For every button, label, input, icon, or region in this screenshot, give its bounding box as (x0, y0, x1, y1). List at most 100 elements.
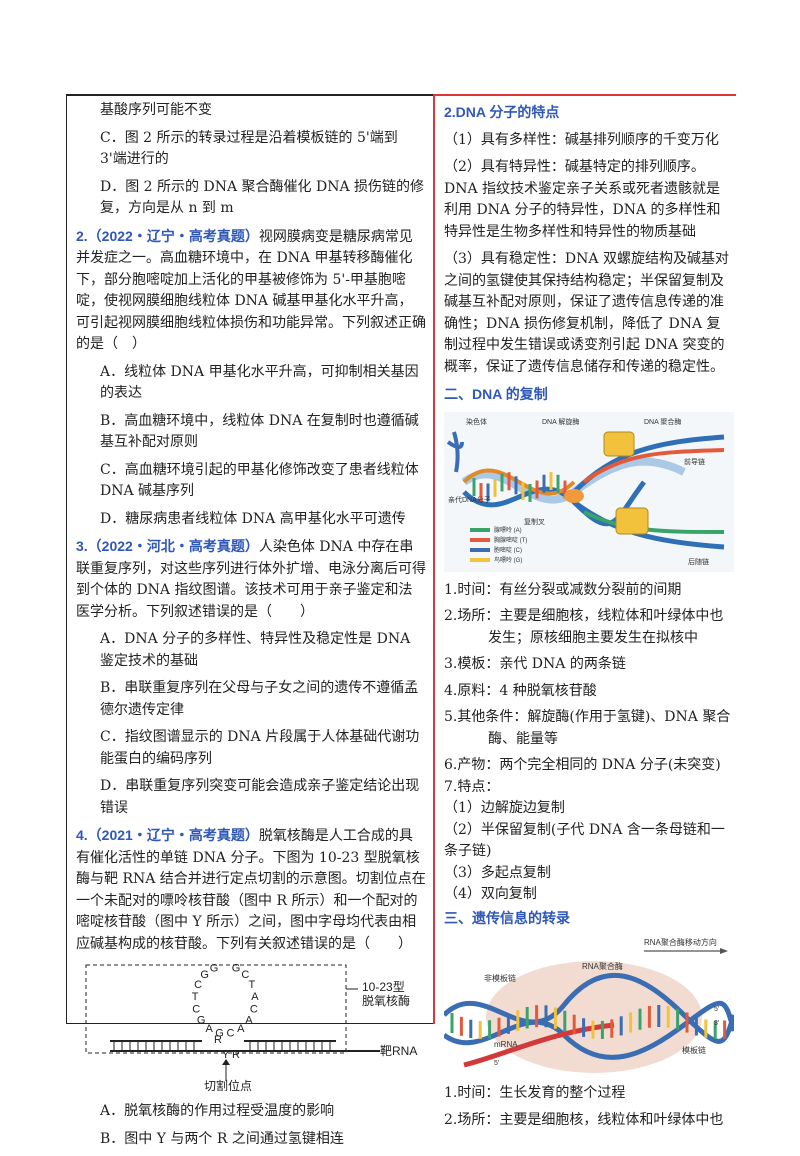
feature-stability: （3）具有稳定性：DNA 双螺旋结构及碱基对之间的氢键使其保持结构稳定；半保留复… (444, 251, 729, 375)
template-strand (444, 1000, 734, 1060)
direction-label: RNA聚合酶移动方向 (644, 937, 717, 947)
question-2: 2.（2022・辽宁・高考真题）视网膜病变是糖尿病常见并发症之一。高血糖环境中，… (76, 226, 426, 356)
template-label: 模板链 (682, 1045, 706, 1055)
column-divider (433, 94, 435, 1024)
question-4-stem: 脱氧核酶是人工合成的具有催化活性的单链 DNA 分子。下图为 10-23 型脱氧… (76, 828, 426, 952)
q3-option-b: B．串联重复序列在父母与子女之间的遗传不遵循孟德尔遗传定律 (100, 680, 419, 718)
enzyme-dashed-box (85, 964, 347, 1054)
polymerase-top (603, 431, 635, 456)
loop-nucleotide: T (249, 979, 256, 991)
r-label-top: R (214, 1034, 222, 1046)
svg-text:腺嘌呤 (A): 腺嘌呤 (A) (494, 526, 522, 534)
loop-nucleotide: A (251, 991, 259, 1003)
non-template-strand (444, 973, 734, 1044)
replication-template: 3.模板：亲代 DNA 的两条链 (444, 656, 626, 672)
loop-nucleotide: C (250, 1003, 258, 1015)
chromosome-shape (452, 430, 460, 472)
question-2-number: 2.（2022・辽宁・高考真题） (76, 227, 259, 244)
loop-nucleotide: A (206, 1023, 214, 1035)
feature-multi-origin: （3）多起点复制 (444, 864, 551, 881)
polymerase-bottom (615, 507, 649, 534)
fork-label: 复制叉 (524, 517, 545, 526)
leading-strand (582, 447, 725, 484)
cut-arrow-head (222, 1059, 230, 1065)
leading-label: 前导链 (684, 457, 705, 466)
q4-option-a: A．脱氧核酶的作用过程受温度的影响 (100, 1103, 335, 1119)
q1-option-d: D．图 2 所示的 DNA 聚合酶催化 DNA 损伤链的修复，方向是从 n 到 … (100, 178, 425, 217)
replication-materials: 4.原料：4 种脱氧核苷酸 (444, 682, 597, 699)
lagging-label: 后随链 (688, 557, 709, 566)
frame-top-border-red (434, 94, 736, 96)
question-3-stem: 人染色体 DNA 中存在串联重复序列，对这些序列进行体外扩增、电泳分离后可得到个… (76, 539, 426, 620)
loop-nucleotide: A (245, 1015, 253, 1027)
base-pair-ticks (113, 1041, 331, 1051)
helicase-label: DNA 解旋酶 (542, 417, 579, 426)
transcription-base-pairs (450, 1005, 727, 1039)
parent-dna-label: 亲代DNA分子 (448, 495, 491, 504)
transcription-site: 2.场所：主要是细胞核，线粒体和叶绿体中也 (444, 1111, 724, 1128)
frame-left-border (66, 94, 67, 1024)
three-prime-right: 3' (714, 1020, 719, 1027)
q2-option-a: A．线粒体 DNA 甲基化水平升高，可抑制相关基因的表达 (100, 363, 419, 402)
loop-nucleotide: C (227, 1027, 235, 1039)
loop-nucleotide: C (192, 1003, 200, 1015)
q2-option-d: D．糖尿病患者线粒体 DNA 高甲基化水平可遗传 (100, 510, 406, 527)
svg-text:鸟嘌呤 (G): 鸟嘌呤 (G) (494, 556, 522, 564)
right-column: 2.DNA 分子的特点 （1）具有多样性：碱基排列顺序的千变万化 （2）具有特异… (444, 100, 734, 1136)
transcription-time: 1.时间：生长发育的整个过程 (444, 1085, 626, 1101)
loop-nucleotide: C (241, 969, 249, 981)
transcription-diagram: RNA聚合酶移动方向 RNA聚合酶 非模板链 mRNA 模板链 5' 3' 5' (444, 937, 734, 1073)
rna-polymerase-label: RNA聚合酶 (582, 961, 623, 971)
loop-nucleotide: C (194, 979, 202, 991)
feature-bidirectional: （4）双向复制 (444, 886, 537, 902)
q1-option-c: C．图 2 所示的转录过程是沿着模板链的 5'端到 3'端进行的 (100, 129, 398, 168)
replication-site: 2.场所：主要是细胞核，线粒体和叶绿体中也发生；原核细胞主要发生在拟核中 (444, 608, 724, 646)
question-3: 3.（2022・河北・高考真题）人染色体 DNA 中存在串联重复序列，对这些序列… (76, 536, 426, 623)
five-prime-left: 5' (494, 1060, 499, 1067)
loop-nucleotide: G (232, 962, 241, 974)
q3-option-d: D．串联重复序列突变可能会造成亲子鉴定结论出现错误 (100, 778, 420, 816)
five-prime-right: 5' (714, 1006, 719, 1013)
loop-nucleotide: G (197, 1015, 206, 1027)
enzyme-name-label: 脱氧核酶 (362, 993, 410, 1008)
svg-text:胞嘧啶 (C): 胞嘧啶 (C) (494, 546, 522, 554)
q1-option-b-tail: 基酸序列可能不变 (100, 102, 212, 118)
loop-nucleotide: G (200, 969, 209, 981)
page-frame: 基酸序列可能不变 C．图 2 所示的转录过程是沿着模板链的 5'端到 3'端进行… (66, 94, 736, 1147)
replication-features-title: 7.特点： (444, 778, 500, 795)
feature-unwind: （1）边解旋边复制 (444, 800, 565, 816)
frame-bottom-border (66, 1023, 434, 1024)
replication-conditions: 5.其他条件：解旋酶(作用于氢键)、DNA 聚合酶、能量等 (444, 709, 731, 747)
replication-product: 6.产物：两个完全相同的 DNA 分子(未突变) (444, 757, 721, 773)
y-label: Y (222, 1049, 230, 1061)
q2-option-c: C．高血糖环境引起的甲基化修饰改变了患者线粒体 DNA 碱基序列 (100, 461, 419, 500)
feature-diversity: （1）具有多样性：碱基排列顺序的千变万化 (444, 131, 719, 148)
replication-time: 1.时间：有丝分裂或减数分裂前的间期 (444, 581, 682, 598)
feature-specificity: （2）具有特异性：碱基特定的排列顺序。DNA 指纹技术鉴定亲子关系或死者遗骸就是… (444, 159, 721, 240)
r-label-bottom: R (232, 1049, 240, 1061)
section-dna-features-title: 2.DNA 分子的特点 (444, 104, 560, 120)
q2-option-b: B．高血糖环境中，线粒体 DNA 在复制时也遵循碱基互补配对原则 (100, 412, 419, 451)
section-transcription-title: 三、遗传信息的转录 (444, 909, 570, 926)
polymerase-label: DNA 聚合酶 (644, 417, 681, 426)
cut-site-label: 切割位点 (204, 1078, 252, 1091)
svg-text:胸腺嘧啶 (T): 胸腺嘧啶 (T) (494, 536, 527, 544)
loop-nucleotide: G (215, 1027, 224, 1039)
loop-nucleotide: A (237, 1023, 245, 1035)
frame-top-border (66, 94, 434, 96)
loop-nucleotide: T (192, 991, 199, 1003)
dna-replication-diagram: 染色体 DNA 聚合酶 DNA 解旋酶 亲代DNA分子 复制叉 前导链 后随链 … (444, 411, 734, 572)
replication-legend: 腺嘌呤 (A) 胸腺嘧啶 (T) 胞嘧啶 (C) 鸟嘌呤 (G) (470, 526, 527, 564)
chromosome-label: 染色体 (466, 417, 487, 426)
question-2-stem: 视网膜病变是糖尿病常见并发症之一。高血糖环境中，在 DNA 甲基转移酶催化下，部… (76, 228, 426, 353)
question-4-number: 4.（2021・辽宁・高考真题） (76, 827, 259, 843)
q3-option-c: C．指纹图谱显示的 DNA 片段属于人体基础代谢功能蛋白的编码序列 (100, 729, 420, 767)
section-replication-title: 二、DNA 的复制 (444, 386, 548, 402)
parent-strand-2 (462, 467, 576, 496)
question-3-number: 3.（2022・河北・高考真题） (76, 538, 259, 554)
target-rna-label: 靶RNA (380, 1044, 417, 1058)
mrna-label: mRNA (494, 1040, 518, 1049)
